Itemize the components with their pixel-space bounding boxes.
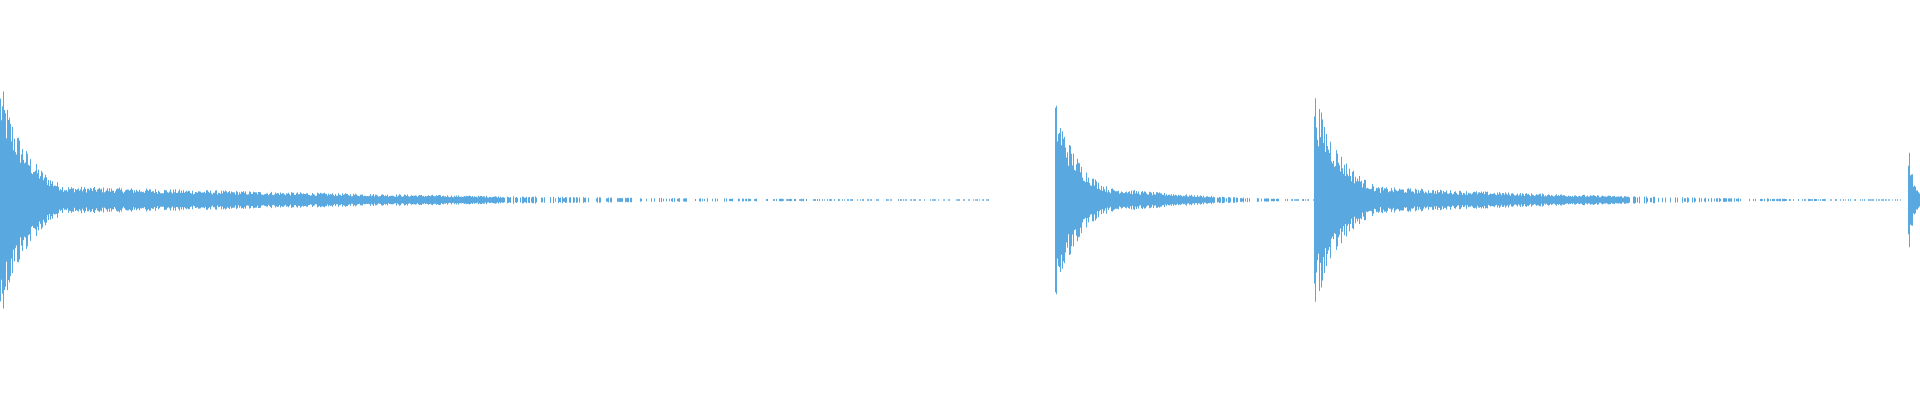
waveform-samples [0,91,1920,309]
